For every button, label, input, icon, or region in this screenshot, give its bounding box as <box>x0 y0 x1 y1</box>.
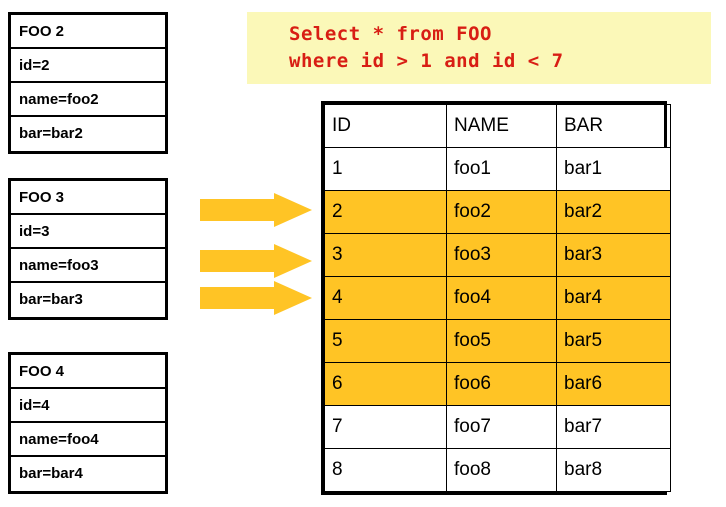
sql-query-callout: Select * from FOO where id > 1 and id < … <box>247 12 711 84</box>
entity-field-id: id=3 <box>11 215 165 249</box>
cell-id: 2 <box>324 190 447 234</box>
table-row: 5 foo5 bar5 <box>324 319 671 363</box>
entity-field-bar: bar=bar4 <box>19 465 83 482</box>
cell-bar: bar4 <box>556 276 671 320</box>
result-table: ID NAME BAR 1 foo1 bar1 2 foo2 bar2 3 fo… <box>321 101 671 495</box>
cell-id: 8 <box>324 448 447 492</box>
entity-box-title: FOO 4 <box>11 355 165 389</box>
column-header-id: ID <box>324 104 447 148</box>
table-row: 7 foo7 bar7 <box>324 405 671 449</box>
table-row: 1 foo1 bar1 <box>324 147 671 191</box>
cell-bar: bar8 <box>556 448 671 492</box>
cell-name: foo8 <box>446 448 557 492</box>
table-row: 8 foo8 bar8 <box>324 448 671 492</box>
arrow-right-icon <box>200 281 312 315</box>
table-row: 2 foo2 bar2 <box>324 190 671 234</box>
entity-box-foo-2: FOO 2 id=2 name=foo2 bar=bar2 <box>8 12 168 154</box>
arrow-right-icon <box>200 193 312 227</box>
entity-field-bar: bar=bar3 <box>19 291 83 308</box>
cell-id: 1 <box>324 147 447 191</box>
sql-query-line-1: Select * from FOO <box>289 23 492 45</box>
cell-id: 3 <box>324 233 447 277</box>
table-row: 3 foo3 bar3 <box>324 233 671 277</box>
entity-field-name: name=foo3 <box>11 249 165 283</box>
entity-box-foo-4: FOO 4 id=4 name=foo4 bar=bar4 <box>8 352 168 494</box>
column-header-bar: BAR <box>556 104 671 148</box>
cell-name: foo3 <box>446 233 557 277</box>
cell-id: 6 <box>324 362 447 406</box>
entity-field-id: id=2 <box>11 49 165 83</box>
cell-bar: bar7 <box>556 405 671 449</box>
cell-name: foo7 <box>446 405 557 449</box>
cell-name: foo6 <box>446 362 557 406</box>
table-header-row: ID NAME BAR <box>324 104 671 148</box>
entity-box-title: FOO 3 <box>11 181 165 215</box>
column-header-name: NAME <box>446 104 557 148</box>
cell-bar: bar5 <box>556 319 671 363</box>
cell-bar: bar6 <box>556 362 671 406</box>
cell-id: 5 <box>324 319 447 363</box>
entity-field-name: name=foo4 <box>11 423 165 457</box>
cell-name: foo1 <box>446 147 557 191</box>
cell-bar: bar1 <box>556 147 671 191</box>
table-row: 4 foo4 bar4 <box>324 276 671 320</box>
entity-field-id: id=4 <box>11 389 165 423</box>
entity-field-bar: bar=bar2 <box>19 125 83 142</box>
cell-id: 7 <box>324 405 447 449</box>
entity-box-foo-3: FOO 3 id=3 name=foo3 bar=bar3 <box>8 178 168 320</box>
table-row: 6 foo6 bar6 <box>324 362 671 406</box>
cell-id: 4 <box>324 276 447 320</box>
cell-name: foo5 <box>446 319 557 363</box>
sql-query-line-2: where id > 1 and id < 7 <box>289 50 564 72</box>
cell-bar: bar3 <box>556 233 671 277</box>
cell-name: foo2 <box>446 190 557 234</box>
entity-box-title: FOO 2 <box>11 15 165 49</box>
entity-field-name: name=foo2 <box>11 83 165 117</box>
arrow-right-icon <box>200 244 312 278</box>
cell-name: foo4 <box>446 276 557 320</box>
cell-bar: bar2 <box>556 190 671 234</box>
